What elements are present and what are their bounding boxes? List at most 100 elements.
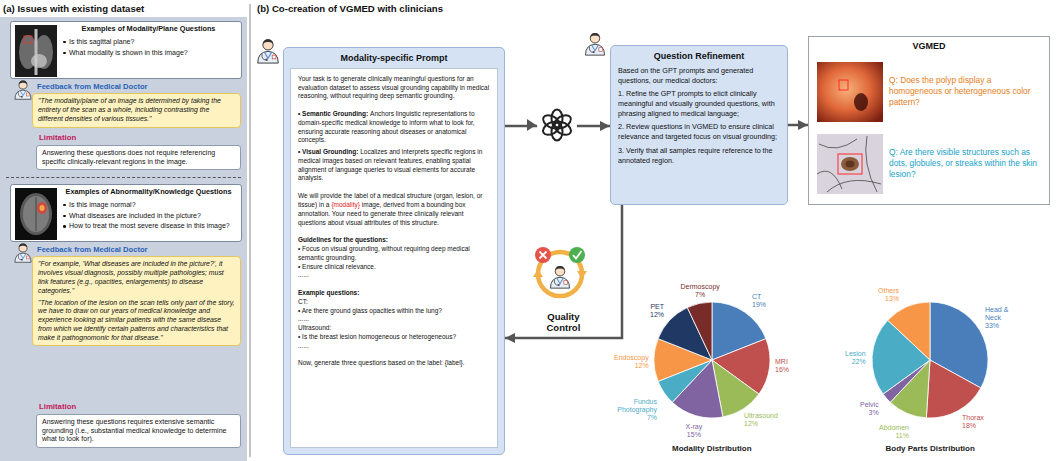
pie-category: PET [650,303,664,311]
pie-category: Lesion [845,350,866,358]
arrow-head [527,119,536,131]
panel-title: (b) Co-creation of VGMED with clinicians [257,3,443,14]
quality-cycle-icon [533,247,587,296]
pie-category: Head & Neck [985,306,1015,322]
prompt-text: ...... [298,315,309,322]
pie-slice [687,302,712,360]
edge-label: Quality Control [547,312,581,334]
prompt-text: Your task is to generate clinically mean… [298,75,489,100]
pie-label: X-ray15% [686,423,703,439]
pie-category: CT [752,293,766,301]
openai-logo [537,105,577,145]
pie-category: MRI [775,358,789,366]
example-question: Examples of Abnormality/Knowledge Questi… [66,187,232,196]
prompt-text: • Visual Grounding: [298,148,358,155]
doctor-icon [258,39,279,63]
pie-label: Ultrasound12% [744,412,778,428]
prompt-text: CT: [298,298,308,305]
prompt-text: Modality-specific Prompt [340,53,447,63]
refinement-text: 3. Verify that all samples require refer… [618,146,773,165]
doctor-feedback: "The location of the lesion on the scan … [38,299,235,341]
prompt-text: • Are there ground glass opacities withi… [298,307,442,314]
pie-percent: 12% [744,420,778,428]
pie-label: Pelvic3% [860,401,879,417]
dermoscopy-image [817,134,883,194]
pie-percent: 12% [650,311,664,319]
pie-label: Thorax18% [962,414,984,430]
pie-category: Abdomen [879,424,909,432]
pie-percent: 12% [614,362,649,370]
limitation-box: LimitationAnswering these questions does… [12,133,241,170]
xray-image [15,25,57,77]
pie-percent: 7% [681,291,720,299]
pie-label: Endoscopy12% [614,354,649,370]
pie-category: X-ray [686,423,703,431]
prompt-text: ...... [298,342,309,349]
doctor-icon [585,33,604,55]
prompt-text: • Focus on visual grounding, without req… [298,245,470,261]
pie-percent: 19% [752,301,766,309]
pie-category: Ultrasound [744,412,778,420]
example-box: Examples of Modality/Plane QuestionsIs t… [10,21,242,79]
prompt-text: Ultrasound: [298,324,331,331]
prompt-text: Example questions: [298,289,359,296]
flow-arrow [505,205,622,338]
pie-label: MRI16% [775,358,789,374]
panel-title: (a) Issues with existing dataset [3,3,144,14]
limitation-text: Limitation [39,402,76,411]
prompt-text: {modality} [331,201,360,208]
panel-background: (a) Issues with existing dataset Example… [0,0,247,461]
pie-slice [888,302,930,360]
pie-category: Fundus Photography [613,398,657,414]
refinement-text: Question Refinement [654,51,745,61]
limitation-text: Answering these questions does not requi… [42,149,215,165]
prompt-text: Guidelines for the questions: [298,236,388,243]
pie-percent: 13% [878,295,899,303]
pie-label: Head & Neck33% [985,306,1015,330]
pie-label: Abdomen11% [879,424,909,440]
pie-charts [654,302,988,418]
prompt-box: Modality-specific PromptYour task is to … [283,47,505,455]
brain-mri-image [15,188,57,240]
pie-percent: 15% [686,431,703,439]
example-question: Is this sagittal plane? [69,38,134,45]
prompt-text: ...... [298,271,309,278]
refinement-box: Question RefinementBased on the GPT prom… [610,45,788,205]
chart-title: Body Parts Distribution [886,444,975,453]
refinement-text: 2. Review questions in VGMED to ensure c… [618,122,777,141]
pie-percent: 11% [879,432,909,440]
pie-percent: 18% [962,422,984,430]
vgmed-box: VGMEDQ: Does the polyp display a homogen… [808,36,1050,205]
pie-percent: 22% [845,358,866,366]
pie-category: Others [878,287,899,295]
prompt-text: • Is the breast lesion homogeneous or he… [298,333,456,340]
prompt-text: • Semantic Grounding: [298,110,368,117]
example-question: How to treat the most severe disease in … [69,222,230,229]
doctor-icon [12,78,34,100]
chart-title: Modality Distribution [672,444,752,453]
panel-divider [250,4,251,457]
pie-label: PET12% [650,303,664,319]
pie-percent: 16% [775,366,789,374]
vgmed-question: Q: Does the polyp display a homogeneous … [889,75,1043,108]
feedback-box: Feedback from Medical Doctor"For example… [12,245,241,346]
vgmed-question: Q: Are there visible structures such as … [889,147,1043,180]
doctor-feedback: Feedback from Medical Doctor [37,82,148,91]
prompt-text: • Ensure clinical relevance. [298,263,376,270]
pie-category: Dermoscopy [681,283,720,291]
pie-percent: 33% [985,322,1015,330]
refinement-text: 1. Refine the GPT prompts to elicit clin… [618,89,775,117]
feedback-box: Feedback from Medical Doctor "The modalit… [12,82,241,128]
doctor-feedback: "The modality/plane of an image is deter… [38,97,221,122]
pie-percent: 3% [860,409,879,417]
pie-category: Thorax [962,414,984,422]
doctor-feedback: Feedback from Medical Doctor [37,245,148,254]
limitation-text: Limitation [39,133,76,142]
example-question: What modality is shown in this image? [69,49,188,56]
pie-label: Dermoscopy7% [681,283,720,299]
pie-label: Others13% [878,287,899,303]
doctor-icon [12,241,34,263]
dashed-separator [6,177,241,178]
refinement-text: Based on the GPT prompts and generated q… [618,66,753,85]
endoscopy-image [817,62,883,122]
